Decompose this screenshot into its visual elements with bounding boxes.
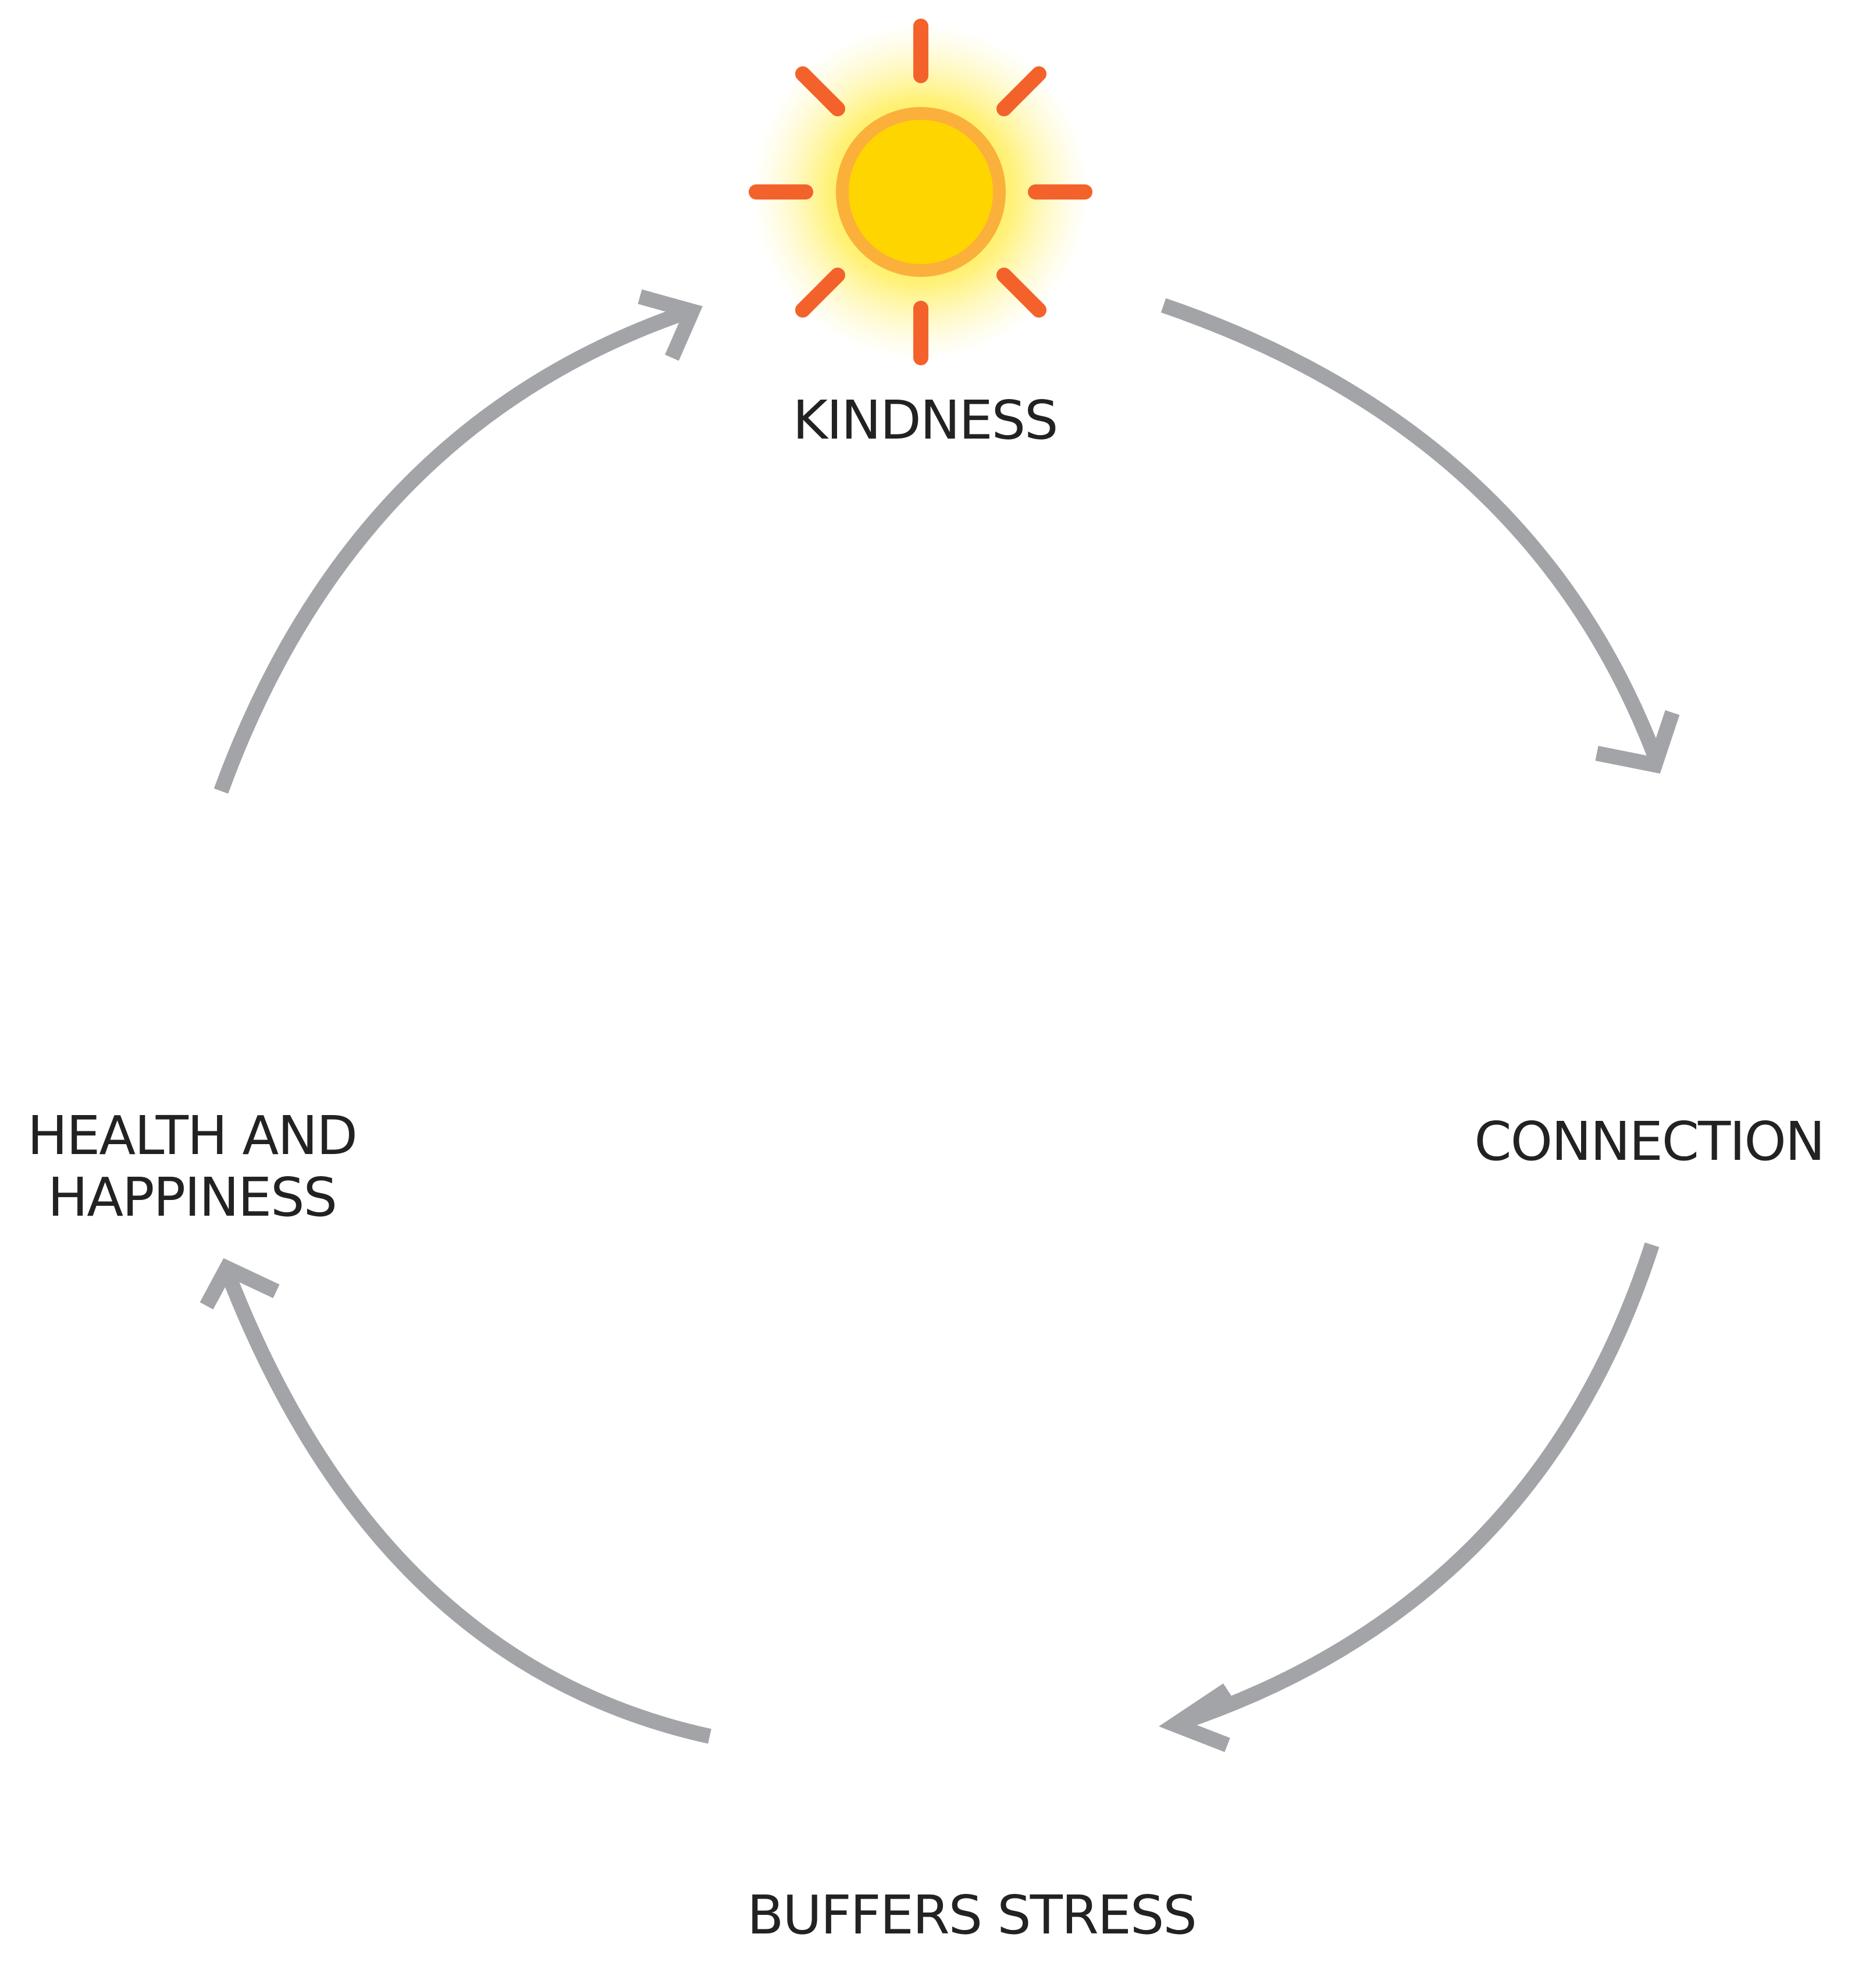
label-buffers-stress: BUFFERS STRESS [747, 1884, 1197, 1946]
label-kindness: KINDNESS [792, 389, 1059, 451]
label-connection: CONNECTION [1474, 1110, 1825, 1173]
arrow-buffers-stress-to-health [200, 1258, 711, 1744]
arrow-health-to-kindness [213, 289, 703, 794]
arrow-connection-to-buffers-stress [1158, 1242, 1660, 1753]
label-health-line-1: HEALTH AND [27, 1105, 358, 1167]
sun-icon [749, 19, 1092, 365]
arrow-kindness-to-connection [1161, 298, 1680, 774]
label-health-line-2: HAPPINESS [48, 1166, 337, 1228]
cycle-arrows [200, 289, 1680, 1753]
label-health-and-happiness: HEALTH AND HAPPINESS [0, 1105, 384, 1228]
